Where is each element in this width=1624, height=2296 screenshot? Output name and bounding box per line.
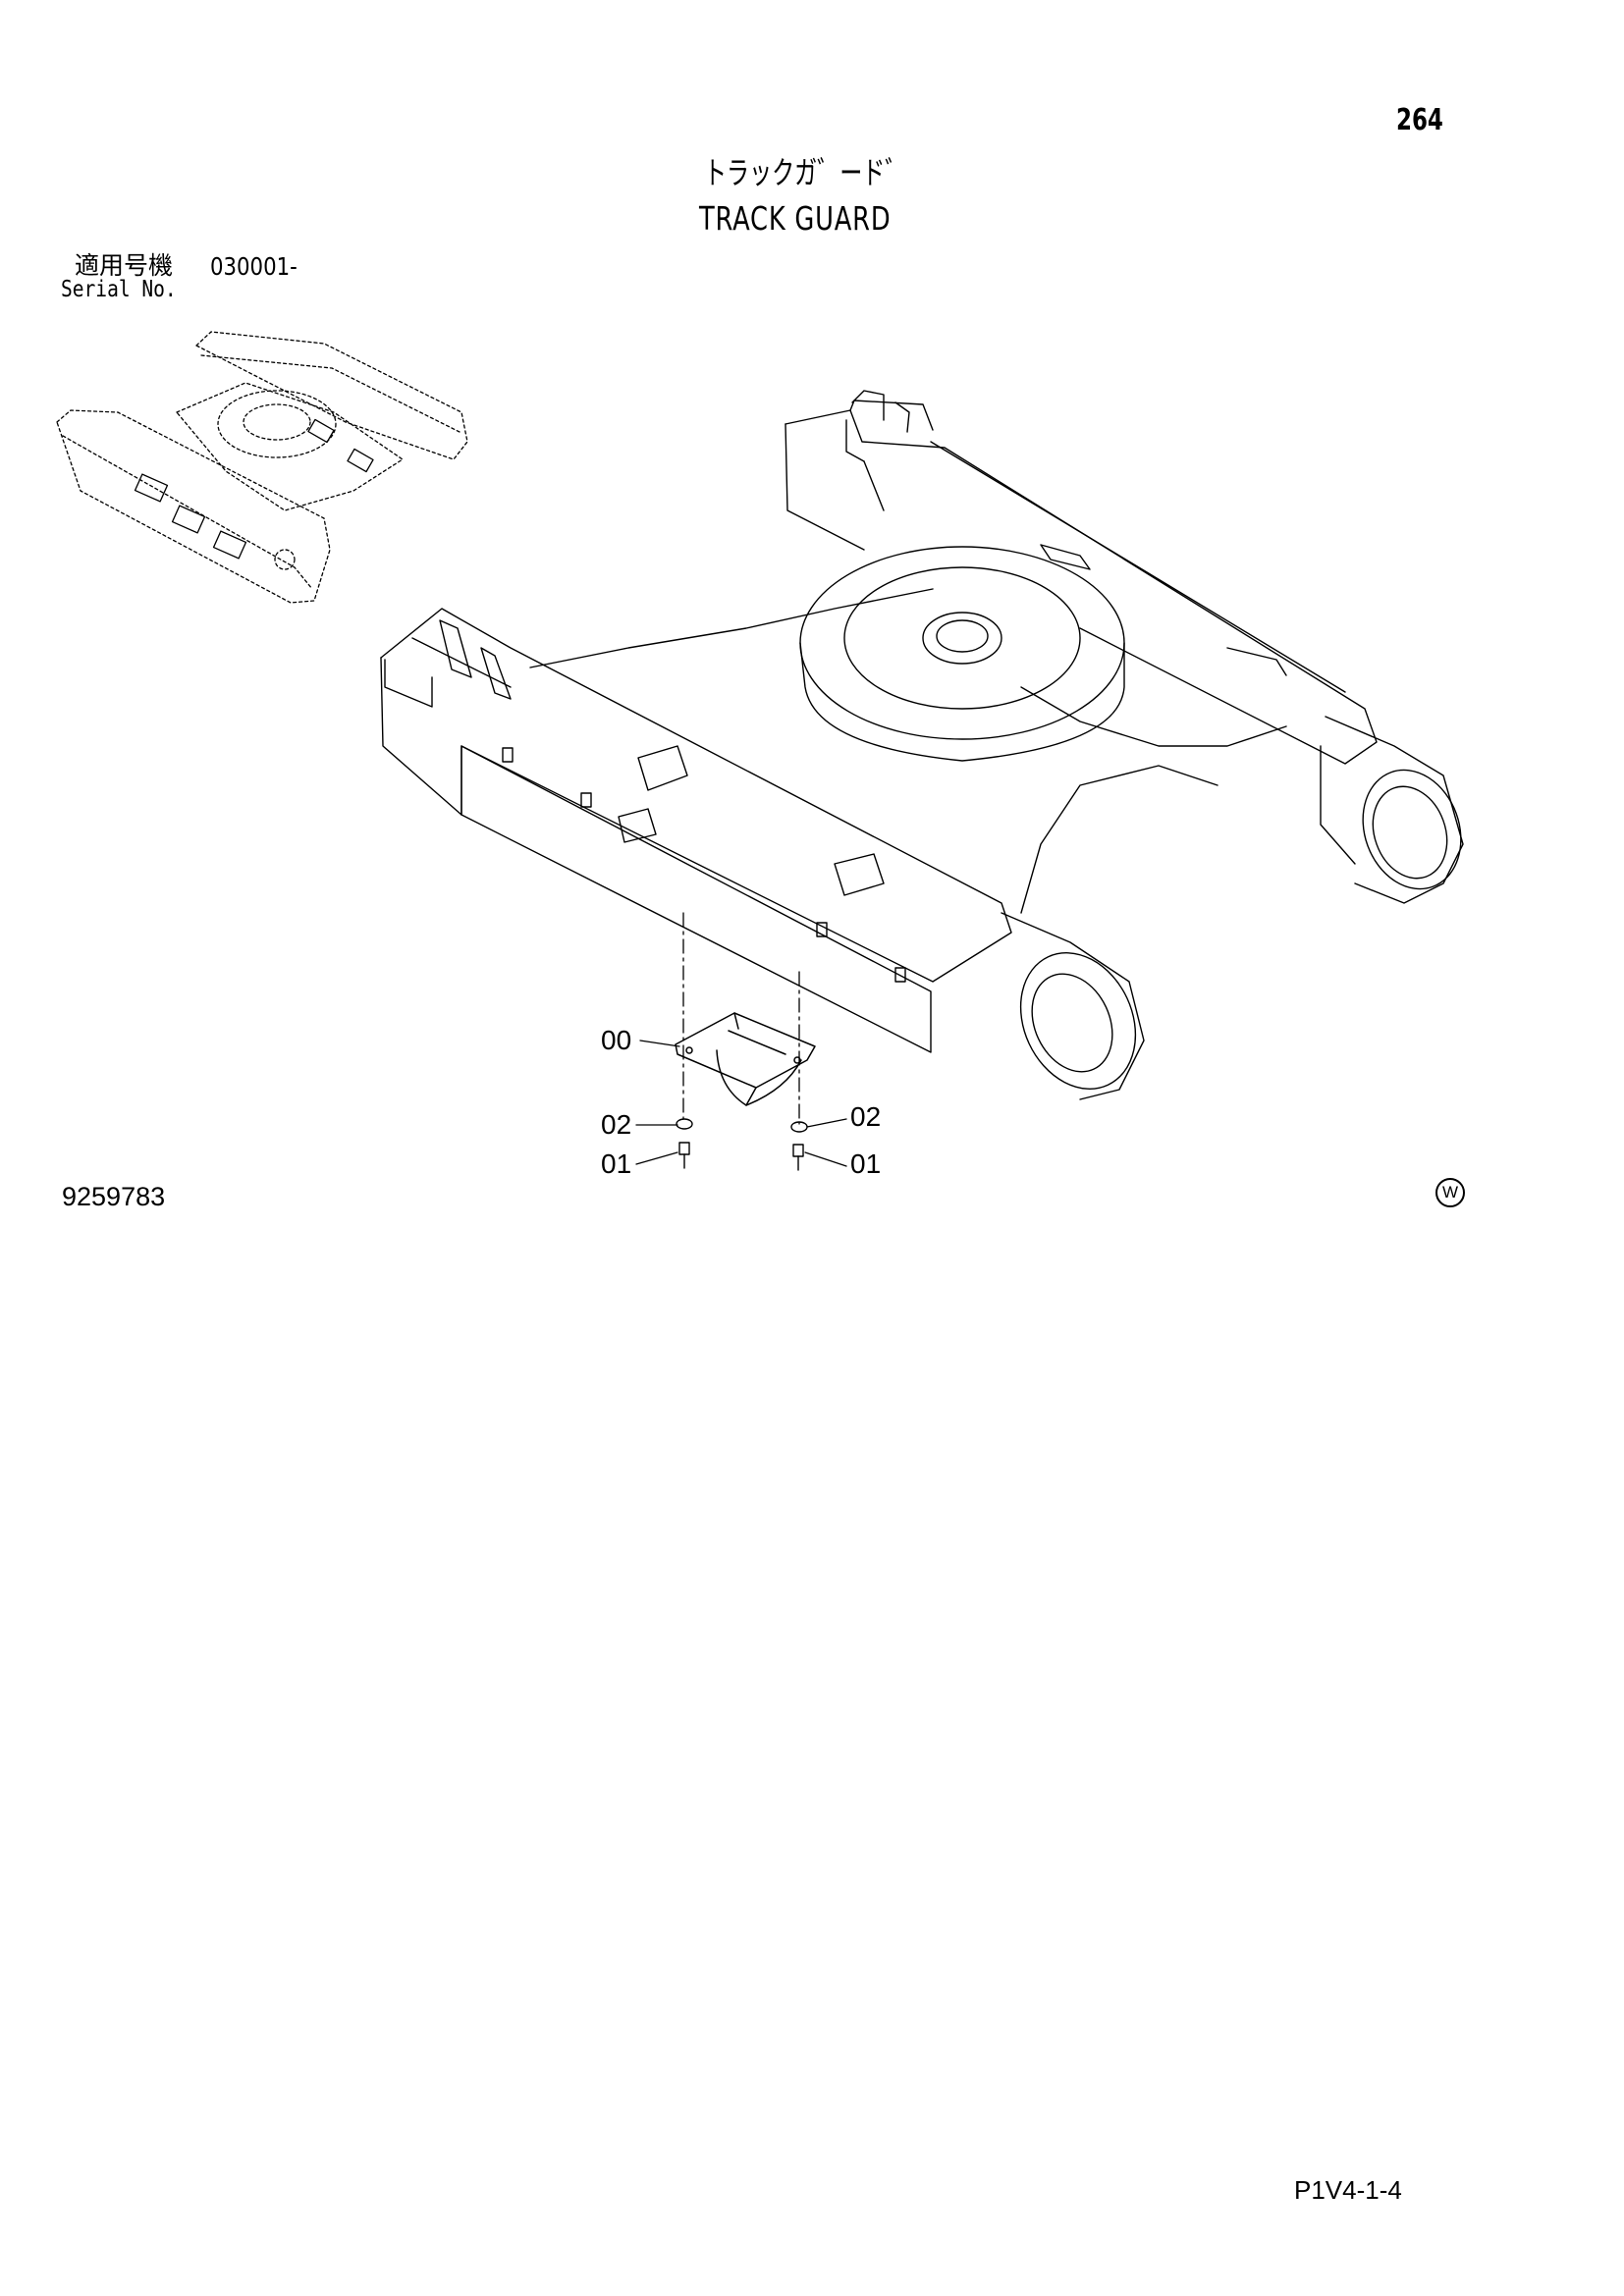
serial-label-japanese: 適用号機 xyxy=(75,251,174,280)
callout-label: 02 xyxy=(850,1101,882,1132)
track-guard-part xyxy=(675,1012,816,1106)
thumbnail-guards xyxy=(134,418,374,560)
page-title-japanese: トラックガ゛ード゛ xyxy=(704,154,908,191)
page-number: 264 xyxy=(1396,103,1443,137)
installation-lines xyxy=(682,912,800,1125)
callout-label: 00 xyxy=(601,1025,632,1055)
callout-leaders xyxy=(635,1040,847,1167)
washer-02 xyxy=(676,1118,808,1133)
drawing-number: 9259783 xyxy=(62,1182,166,1211)
callout-label: 01 xyxy=(601,1148,632,1179)
track-guard-diagram xyxy=(56,331,1464,1171)
callout-label: 01 xyxy=(850,1148,882,1179)
page-code: P1V4-1-4 xyxy=(1294,2175,1402,2205)
undercarriage-thumbnail xyxy=(56,331,468,604)
page-title: TRACK GUARD xyxy=(699,199,892,238)
track-frame xyxy=(380,390,1464,1100)
callout-label: 02 xyxy=(601,1109,632,1140)
bolt-01 xyxy=(678,1142,804,1171)
serial-label: Serial No. xyxy=(61,277,177,302)
serial-value: 030001- xyxy=(210,252,298,281)
w-mark-icon: W xyxy=(1435,1178,1465,1207)
